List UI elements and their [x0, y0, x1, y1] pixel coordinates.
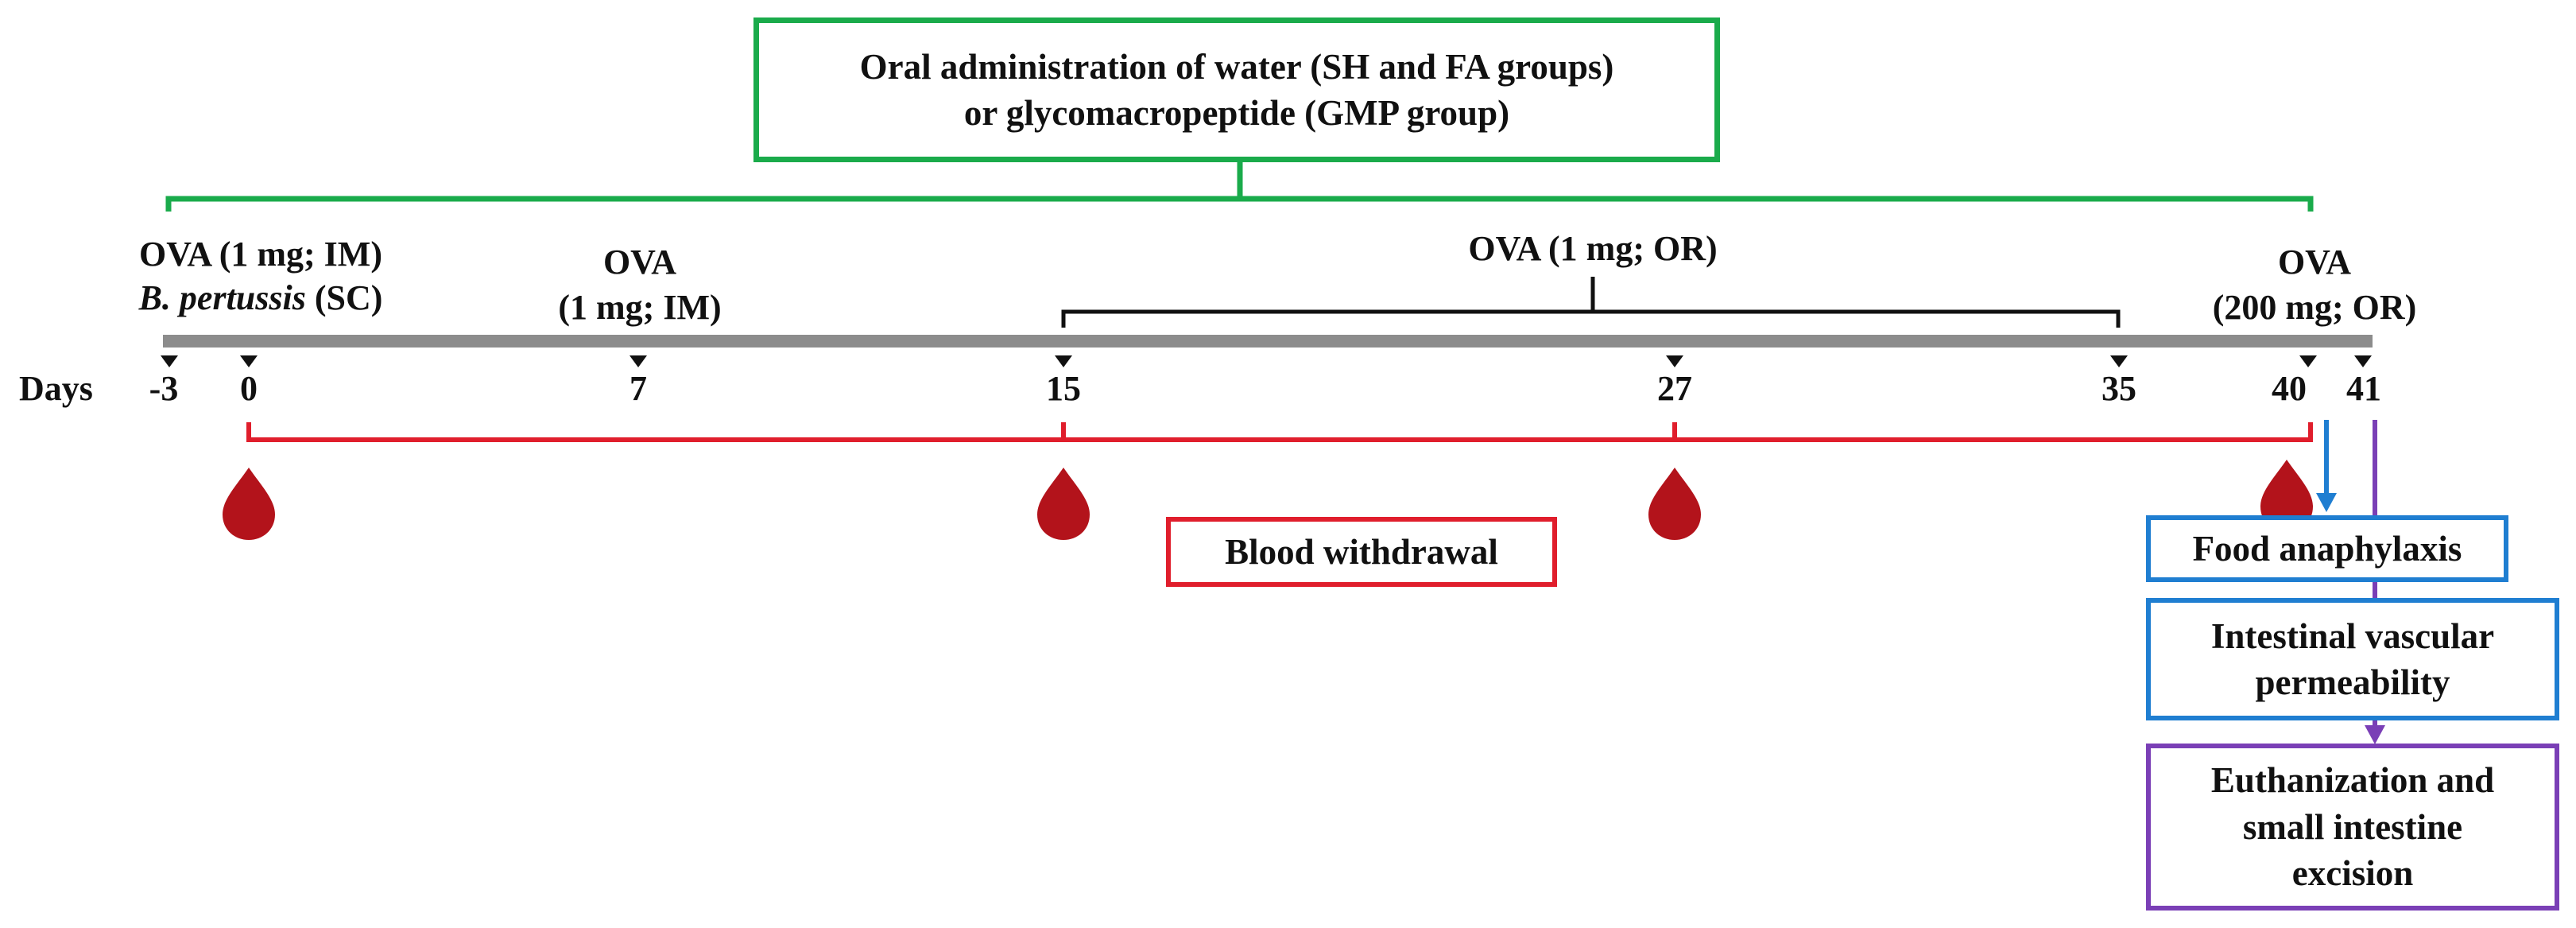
days-axis-label: Days [19, 369, 93, 408]
day-label-7: 7 [629, 369, 647, 408]
tick-day-0 [240, 355, 258, 367]
blood-drop-icon [223, 468, 275, 540]
oral-administration-box: Oral administration of water (SH and FA … [753, 17, 1720, 162]
oral-administration-line2: or glycomacropeptide (GMP group) [963, 93, 1510, 133]
bpertussis-route: (SC) [305, 278, 383, 317]
tick-day-7 [629, 355, 647, 367]
euthanization-box: Euthanization and small intestine excisi… [2146, 744, 2559, 911]
blood-drop-icon [1648, 468, 1701, 540]
tick-day-27 [1666, 355, 1683, 367]
day-label-15: 15 [1046, 369, 1081, 408]
ova-day7-label-line2: (1 mg; IM) [558, 288, 722, 327]
blood-drop-icon [2260, 460, 2313, 532]
blood-bracket [246, 422, 2313, 442]
intestinal-permeability-line1: Intestinal vascular [2210, 615, 2495, 656]
intestinal-permeability-box: Intestinal vascular permeability [2146, 598, 2559, 720]
tick-day-15 [1055, 355, 1072, 367]
day-label-40: 40 [2272, 369, 2307, 408]
intestinal-permeability-line2: permeability [2255, 662, 2450, 702]
green-bracket [165, 161, 2314, 212]
blood-withdrawal-label: Blood withdrawal [1225, 531, 1498, 572]
euthanization-line1: Euthanization and [2210, 760, 2495, 801]
ova-oral-label: OVA (1 mg; OR) [1468, 229, 1718, 268]
blue-arrow-head [2316, 493, 2337, 512]
tick-day-41 [2354, 355, 2372, 367]
tick-day-35 [2110, 355, 2128, 367]
blood-drop-icon [1037, 468, 1090, 540]
euthanization-line2: small intestine [2242, 806, 2463, 847]
day-label-41: 41 [2346, 369, 2381, 408]
bpertussis-name: B. pertussis [138, 278, 306, 317]
timeline-bar [163, 335, 2373, 348]
purple-arrow-head [2365, 725, 2385, 744]
day-label-35: 35 [2101, 369, 2136, 408]
euthanization-line3: excision [2291, 853, 2414, 894]
ova-day7-label-line1: OVA [602, 243, 677, 282]
day-label-27: 27 [1657, 369, 1692, 408]
day-tick-markers [161, 355, 2372, 367]
day-label-0: 0 [240, 369, 258, 408]
day-label-minus3: -3 [149, 369, 179, 408]
tick-day-minus3 [161, 355, 178, 367]
oral-ova-bracket [1061, 277, 2121, 328]
food-anaphylaxis-label: Food anaphylaxis [2192, 528, 2462, 569]
blood-withdrawal-box: Blood withdrawal [1166, 517, 1557, 587]
oral-administration-line1: Oral administration of water (SH and FA … [859, 46, 1614, 87]
ova-im-day0-label: OVA (1 mg; IM) [139, 235, 382, 274]
tick-day-40 [2299, 355, 2317, 367]
food-anaphylaxis-box: Food anaphylaxis [2146, 515, 2508, 582]
blood-drops [223, 460, 2313, 540]
ova-challenge-label-line2: (200 mg; OR) [2212, 288, 2417, 327]
bpertussis-label: B. pertussis (SC) [139, 278, 383, 319]
ova-challenge-label-line1: OVA [2277, 243, 2352, 282]
